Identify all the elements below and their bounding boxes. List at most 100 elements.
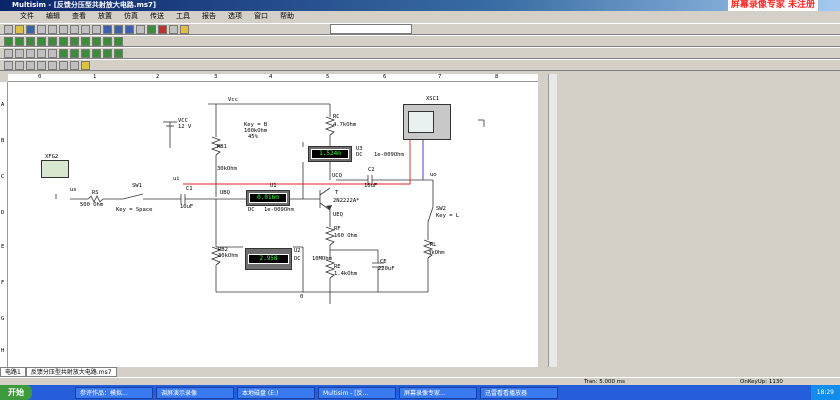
- zoom-area-icon[interactable]: [125, 24, 134, 34]
- oscilloscope-icon[interactable]: [37, 48, 46, 58]
- ttl-icon[interactable]: [59, 36, 68, 46]
- open-icon[interactable]: [15, 24, 24, 34]
- system-clock: 18:29: [810, 385, 840, 400]
- arc-icon[interactable]: [59, 60, 68, 70]
- source-icon[interactable]: [4, 36, 13, 46]
- oscilloscope-screen: [408, 111, 434, 133]
- rs-label: RS: [92, 190, 99, 196]
- task-item[interactable]: 屏幕录像专家...: [399, 386, 477, 399]
- instrument-panel: [560, 74, 840, 367]
- rectangle-icon[interactable]: [37, 60, 46, 70]
- zoom-in-icon[interactable]: [103, 24, 112, 34]
- menu-help[interactable]: 帮助: [280, 12, 294, 20]
- cut-icon[interactable]: [48, 24, 57, 34]
- zoom-fit-icon[interactable]: [136, 24, 145, 34]
- menu-transfer[interactable]: 传送: [150, 12, 164, 20]
- spectrum-icon[interactable]: [103, 48, 112, 58]
- line-icon[interactable]: [15, 60, 24, 70]
- rc-label: RC: [333, 114, 340, 120]
- save-icon[interactable]: [26, 24, 35, 34]
- bode-plotter-icon[interactable]: [48, 48, 57, 58]
- basic-icon[interactable]: [15, 36, 24, 46]
- sim-switch-icon[interactable]: [180, 24, 189, 34]
- distortion-icon[interactable]: [92, 48, 101, 58]
- tab-circuit1[interactable]: 电路1: [0, 367, 26, 377]
- menu-file[interactable]: 文件: [20, 12, 34, 20]
- function-generator[interactable]: [41, 160, 69, 178]
- print-icon[interactable]: [37, 24, 46, 34]
- tab-ms7-file[interactable]: 反馈分压型共射放大电路.ms7: [25, 367, 117, 377]
- menu-place[interactable]: 放置: [98, 12, 112, 20]
- ruler-row-label: F: [1, 280, 5, 286]
- schematic-canvas[interactable]: 1.524m 0.016m 2.958 Vcc VCC 12 V Key = B…: [8, 82, 538, 367]
- cmos-icon[interactable]: [70, 36, 79, 46]
- vertical-scrollbar[interactable]: [548, 74, 557, 367]
- task-item[interactable]: 调屏演示录像: [156, 386, 234, 399]
- voltmeter-u2[interactable]: 2.958: [245, 248, 292, 270]
- list-icon[interactable]: [169, 24, 178, 34]
- wattmeter-icon[interactable]: [26, 48, 35, 58]
- menu-reports[interactable]: 报告: [202, 12, 216, 20]
- u1-mode: DC: [248, 207, 255, 213]
- rf-icon[interactable]: [114, 36, 123, 46]
- diode-icon[interactable]: [26, 36, 35, 46]
- ruler-row-label: D: [1, 210, 5, 216]
- start-button[interactable]: 开始: [0, 385, 32, 400]
- task-item[interactable]: 参评作品：模拟...: [75, 386, 153, 399]
- undo-icon[interactable]: [81, 24, 90, 34]
- picture-icon[interactable]: [81, 60, 90, 70]
- c1-value: 10uF: [180, 204, 194, 210]
- sw1-key: Key = Space: [116, 207, 153, 213]
- menu-view[interactable]: 查看: [72, 12, 86, 20]
- menu-window[interactable]: 窗口: [254, 12, 268, 20]
- ellipse-icon[interactable]: [48, 60, 57, 70]
- misc-digital-icon[interactable]: [81, 36, 90, 46]
- polyline-icon[interactable]: [26, 60, 35, 70]
- grapher-icon[interactable]: [147, 24, 156, 34]
- text-icon[interactable]: [4, 60, 13, 70]
- task-item[interactable]: 迅雷看看播放器: [480, 386, 558, 399]
- pot-value: 100kOhm: [244, 128, 268, 134]
- vcc-label: VCC: [178, 118, 188, 124]
- function-generator-icon[interactable]: [15, 48, 24, 58]
- word-generator-icon[interactable]: [59, 48, 68, 58]
- xfg-label: XFG2: [45, 154, 59, 160]
- polygon-icon[interactable]: [70, 60, 79, 70]
- logic-analyzer-icon[interactable]: [70, 48, 79, 58]
- standard-toolbar: [0, 23, 840, 35]
- menu-simulate[interactable]: 仿真: [124, 12, 138, 20]
- taskbar: 开始 参评作品：模拟... 调屏演示录像 本地磁盘 (E:) Multisim …: [0, 385, 840, 400]
- ammeter-u3[interactable]: 1.524m: [308, 146, 352, 162]
- in-use-list-combo[interactable]: [330, 24, 412, 34]
- indicator-icon[interactable]: [103, 36, 112, 46]
- menu-tools[interactable]: 工具: [176, 12, 190, 20]
- u2-mode: DC: [294, 256, 301, 262]
- rc-value: 4.7kOhm: [333, 122, 357, 128]
- c2-label: C2: [368, 167, 375, 173]
- multimeter-icon[interactable]: [4, 48, 13, 58]
- ruler-row-label: E: [1, 244, 5, 250]
- task-item[interactable]: 本地磁盘 (E:): [237, 386, 315, 399]
- analog-icon[interactable]: [48, 36, 57, 46]
- rb1-value: 30kOhm: [217, 166, 237, 172]
- menu-options[interactable]: 选项: [228, 12, 242, 20]
- task-item[interactable]: Multisim - [反...: [318, 386, 396, 399]
- ground-label: 0: [300, 294, 304, 300]
- transistor-icon[interactable]: [37, 36, 46, 46]
- u1-resistance: 1e-009Ohm: [264, 207, 294, 213]
- paste-icon[interactable]: [70, 24, 79, 34]
- oscilloscope[interactable]: [403, 104, 451, 140]
- re-label: RE: [334, 264, 341, 270]
- xsc-label: XSC1: [426, 96, 440, 102]
- ammeter-u1[interactable]: 0.016m: [246, 190, 290, 206]
- network-icon[interactable]: [114, 48, 123, 58]
- mixed-icon[interactable]: [92, 36, 101, 46]
- copy-icon[interactable]: [59, 24, 68, 34]
- redo-icon[interactable]: [92, 24, 101, 34]
- logic-converter-icon[interactable]: [81, 48, 90, 58]
- menu-edit[interactable]: 编辑: [46, 12, 60, 20]
- new-icon[interactable]: [4, 24, 13, 34]
- zoom-out-icon[interactable]: [114, 24, 123, 34]
- ruler-col-label: 0: [38, 74, 42, 80]
- postprocessor-icon[interactable]: [158, 24, 167, 34]
